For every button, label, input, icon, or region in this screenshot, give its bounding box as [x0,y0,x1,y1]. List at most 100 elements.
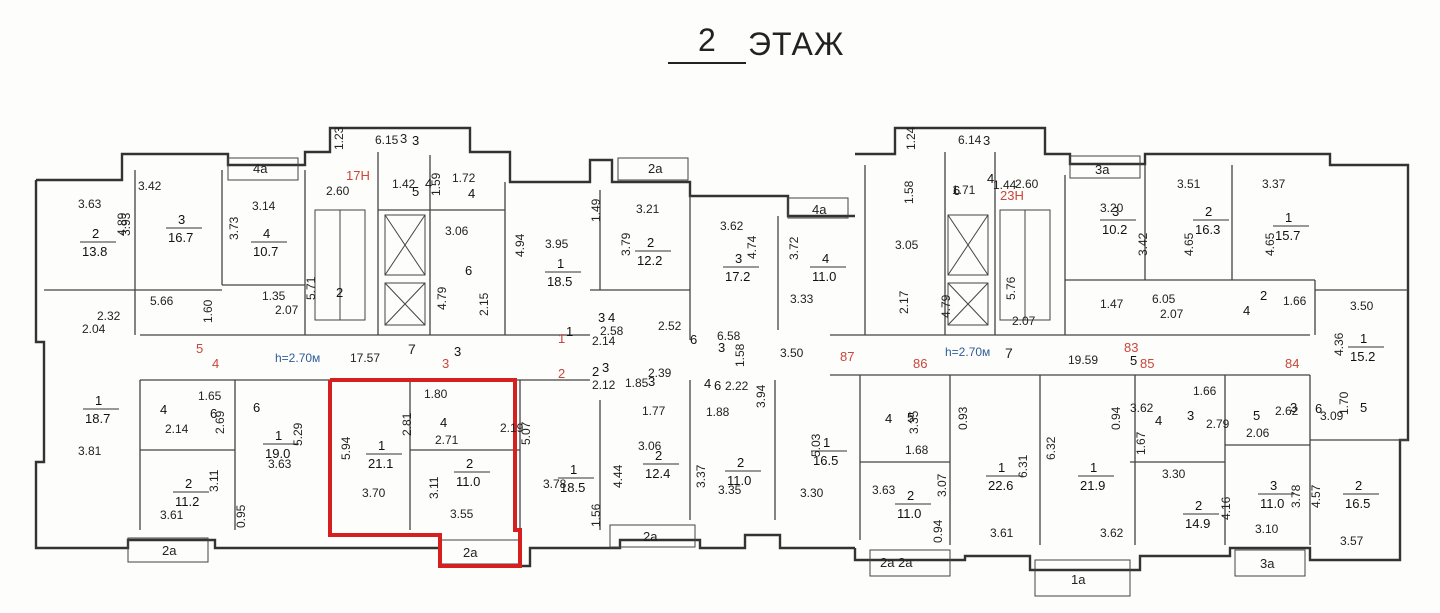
small-room-number: 4 [160,402,167,417]
small-room-area: 2.52 [658,319,682,333]
small-room-area: 1.66 [1193,384,1217,398]
small-room-area: 1.77 [642,404,666,418]
dimension-value: 2.32 [97,309,121,323]
dimension-value: 2.17 [897,290,911,314]
dimension-value: 3.35 [718,483,742,497]
balcony-label: 2a [463,545,478,560]
small-room-number: 6 [714,378,721,393]
small-room-number: 3 [602,360,609,375]
small-room-number: 4 [468,186,475,201]
room-number: 4 [822,251,829,266]
dimension-value: 3.73 [227,216,241,240]
small-room-area: 2.58 [600,324,624,338]
small-room-area: 1.35 [262,289,286,303]
stair-codes: 17Н 23Н [346,168,1024,203]
room-number: 6 [465,263,472,278]
dimension-value: 3.50 [780,346,804,360]
small-room-number: 5 [412,184,419,199]
corridor-length-left: 17.57 [350,351,380,365]
dimension-value: 1.66 [1283,294,1307,308]
floor-word: ЭТАЖ [748,26,845,62]
dimension-value: 1.44 [993,178,1017,192]
corridor-number-left: 7 [408,341,416,357]
balcony-label: 3a [1095,162,1110,177]
dimension-value: 3.70 [362,486,386,500]
balcony-label: 2a [648,161,663,176]
dimension-value: 3.94 [754,384,768,408]
small-room-number: 6 [210,406,217,421]
dimension-value: 2.15 [477,292,491,316]
small-room-number: 3 [1290,400,1297,415]
dimension-value: 3.50 [1350,299,1374,313]
small-room-area: 2.12 [592,378,616,392]
dimension-value: 4.94 [513,233,527,257]
dimension-value: 4.57 [1309,484,1323,508]
small-room-area: 2.07 [1160,307,1184,321]
small-room-number: 5 [1360,400,1367,415]
dimension-value: 3.30 [800,486,824,500]
dimension-value: 1.23 [332,126,346,150]
room-number: 2 [1195,498,1202,513]
unit-mark-83: 83 [1124,340,1138,355]
balcony-label: 1a [1071,572,1086,587]
dimension-value: 2.60 [1015,177,1039,191]
dimension-value: 3.62 [1130,401,1154,415]
room-area: 22.6 [988,478,1013,493]
balcony-label: 2a [643,529,658,544]
room-number: 2 [1355,478,1362,493]
small-room-number: 2 [336,285,343,300]
room-area: 10.2 [1102,222,1127,237]
small-room-area: 1.88 [706,405,730,419]
small-room-number: 3 [1187,408,1194,423]
corridor-height-left: h=2.70м [275,351,320,365]
small-room-number: 5 [907,410,914,425]
room-area: 16.5 [1345,496,1370,511]
room-number: 1 [998,460,1005,475]
room-number: 1 [570,462,577,477]
small-room-number: 3 [648,374,655,389]
floor-number-underline [668,62,746,64]
dimension-value: 4.79 [939,294,953,318]
dimension-value: 5.94 [339,436,353,460]
room-area: 16.7 [168,230,193,245]
dimension-value: 4.44 [611,464,625,488]
dimension-value: 3.55 [450,507,474,521]
room-area: 18.7 [85,411,110,426]
unit-mark-5: 5 [196,341,203,356]
room-number: 3 [1270,478,1277,493]
small-room-number: 6 [690,332,697,347]
interior-walls-right [859,152,1408,545]
room-area: 15.2 [1350,349,1375,364]
dimension-value: 1.65 [198,389,222,403]
dimension-value: 4.79 [435,286,449,310]
dimension-value: 6.31 [1016,454,1030,478]
room-number: 2 [647,235,654,250]
small-room-area: 2.14 [592,334,616,348]
room-number: 2 [907,488,914,503]
small-room-area: 1.47 [1100,297,1124,311]
dimension-value: 3.57 [1340,534,1364,548]
dimension-value: 3.09 [1320,409,1344,423]
room-area: 14.9 [1185,516,1210,531]
small-room-number: 4 [704,376,711,391]
dimension-value: 3.06 [445,224,469,238]
unit-mark-86: 86 [913,356,927,371]
dimension-value: 3.81 [78,444,102,458]
small-room-number: 4 [440,415,447,430]
unit-mark-84: 84 [1285,356,1299,371]
dimension-value: 1.59 [429,172,443,196]
dimension-value: 3.63 [78,197,102,211]
small-room-number: 6 [1315,401,1322,416]
stair-code-left: 17Н [346,168,370,183]
dimension-value: 3.37 [694,464,708,488]
room-number: 1 [1360,331,1367,346]
dimension-value: 2.60 [326,184,350,198]
room-number: 1 [823,435,830,450]
room-number: 4 [263,226,270,241]
room-area: 21.1 [368,456,393,471]
small-room-number: 4 [425,176,432,191]
room-area: 15.7 [1275,228,1300,243]
small-room-area: 1.85 [625,376,649,390]
dimension-value: 3.51 [1177,177,1201,191]
